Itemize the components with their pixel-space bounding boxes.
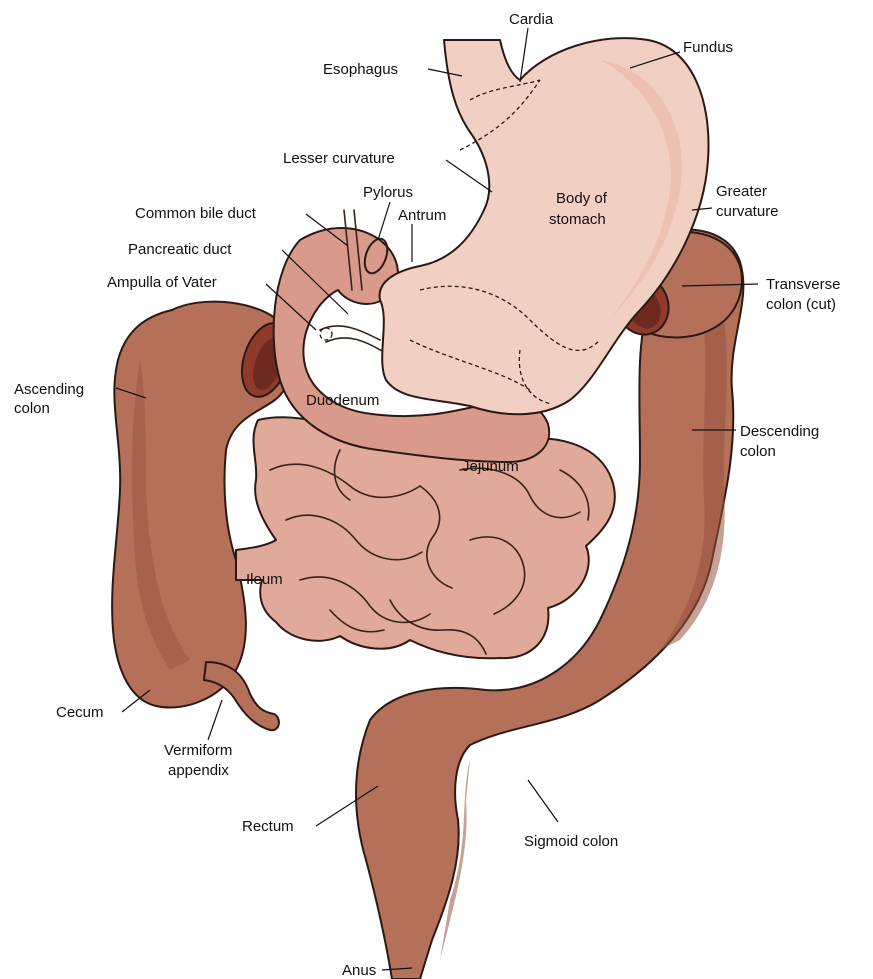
leader-vermiform-appendix: [208, 700, 222, 740]
organs: [112, 38, 743, 979]
label-cardia: Cardia: [509, 11, 554, 28]
label-descending-colon-1: Descending: [740, 423, 819, 440]
label-ascending-colon-1: Ascending: [14, 381, 84, 398]
label-transverse-colon-2: colon (cut): [766, 296, 836, 313]
label-transverse-colon-1: Transverse: [766, 276, 840, 293]
leader-sigmoid-colon: [528, 780, 558, 822]
leader-pylorus: [378, 202, 390, 240]
label-greater-curvature-1: Greater: [716, 183, 767, 200]
label-descending-colon-2: colon: [740, 443, 776, 460]
label-pancreatic-duct: Pancreatic duct: [128, 241, 232, 258]
label-body-of-stomach-2: stomach: [549, 211, 606, 228]
label-body-of-stomach-1: Body of: [556, 190, 608, 207]
label-vermiform-appendix-2: appendix: [168, 762, 229, 779]
label-pylorus: Pylorus: [363, 184, 413, 201]
label-antrum: Antrum: [398, 207, 446, 224]
label-jejunum: Jejunum: [462, 458, 519, 475]
label-common-bile-duct: Common bile duct: [135, 205, 257, 222]
label-esophagus: Esophagus: [323, 61, 398, 78]
label-rectum: Rectum: [242, 818, 294, 835]
label-vermiform-appendix-1: Vermiform: [164, 742, 232, 759]
label-duodenum: Duodenum: [306, 392, 379, 409]
label-ascending-colon-2: colon: [14, 400, 50, 417]
leader-lesser-curvature: [446, 160, 492, 192]
ampulla-of-vater-mark: [320, 328, 332, 340]
label-fundus: Fundus: [683, 39, 733, 56]
label-greater-curvature-2: curvature: [716, 203, 779, 220]
label-sigmoid-colon: Sigmoid colon: [524, 833, 618, 850]
label-ampulla-of-vater: Ampulla of Vater: [107, 274, 217, 291]
label-anus: Anus: [342, 962, 376, 979]
label-ileum: Ileum: [246, 571, 283, 588]
label-lesser-curvature: Lesser curvature: [283, 150, 395, 167]
label-cecum: Cecum: [56, 704, 104, 721]
